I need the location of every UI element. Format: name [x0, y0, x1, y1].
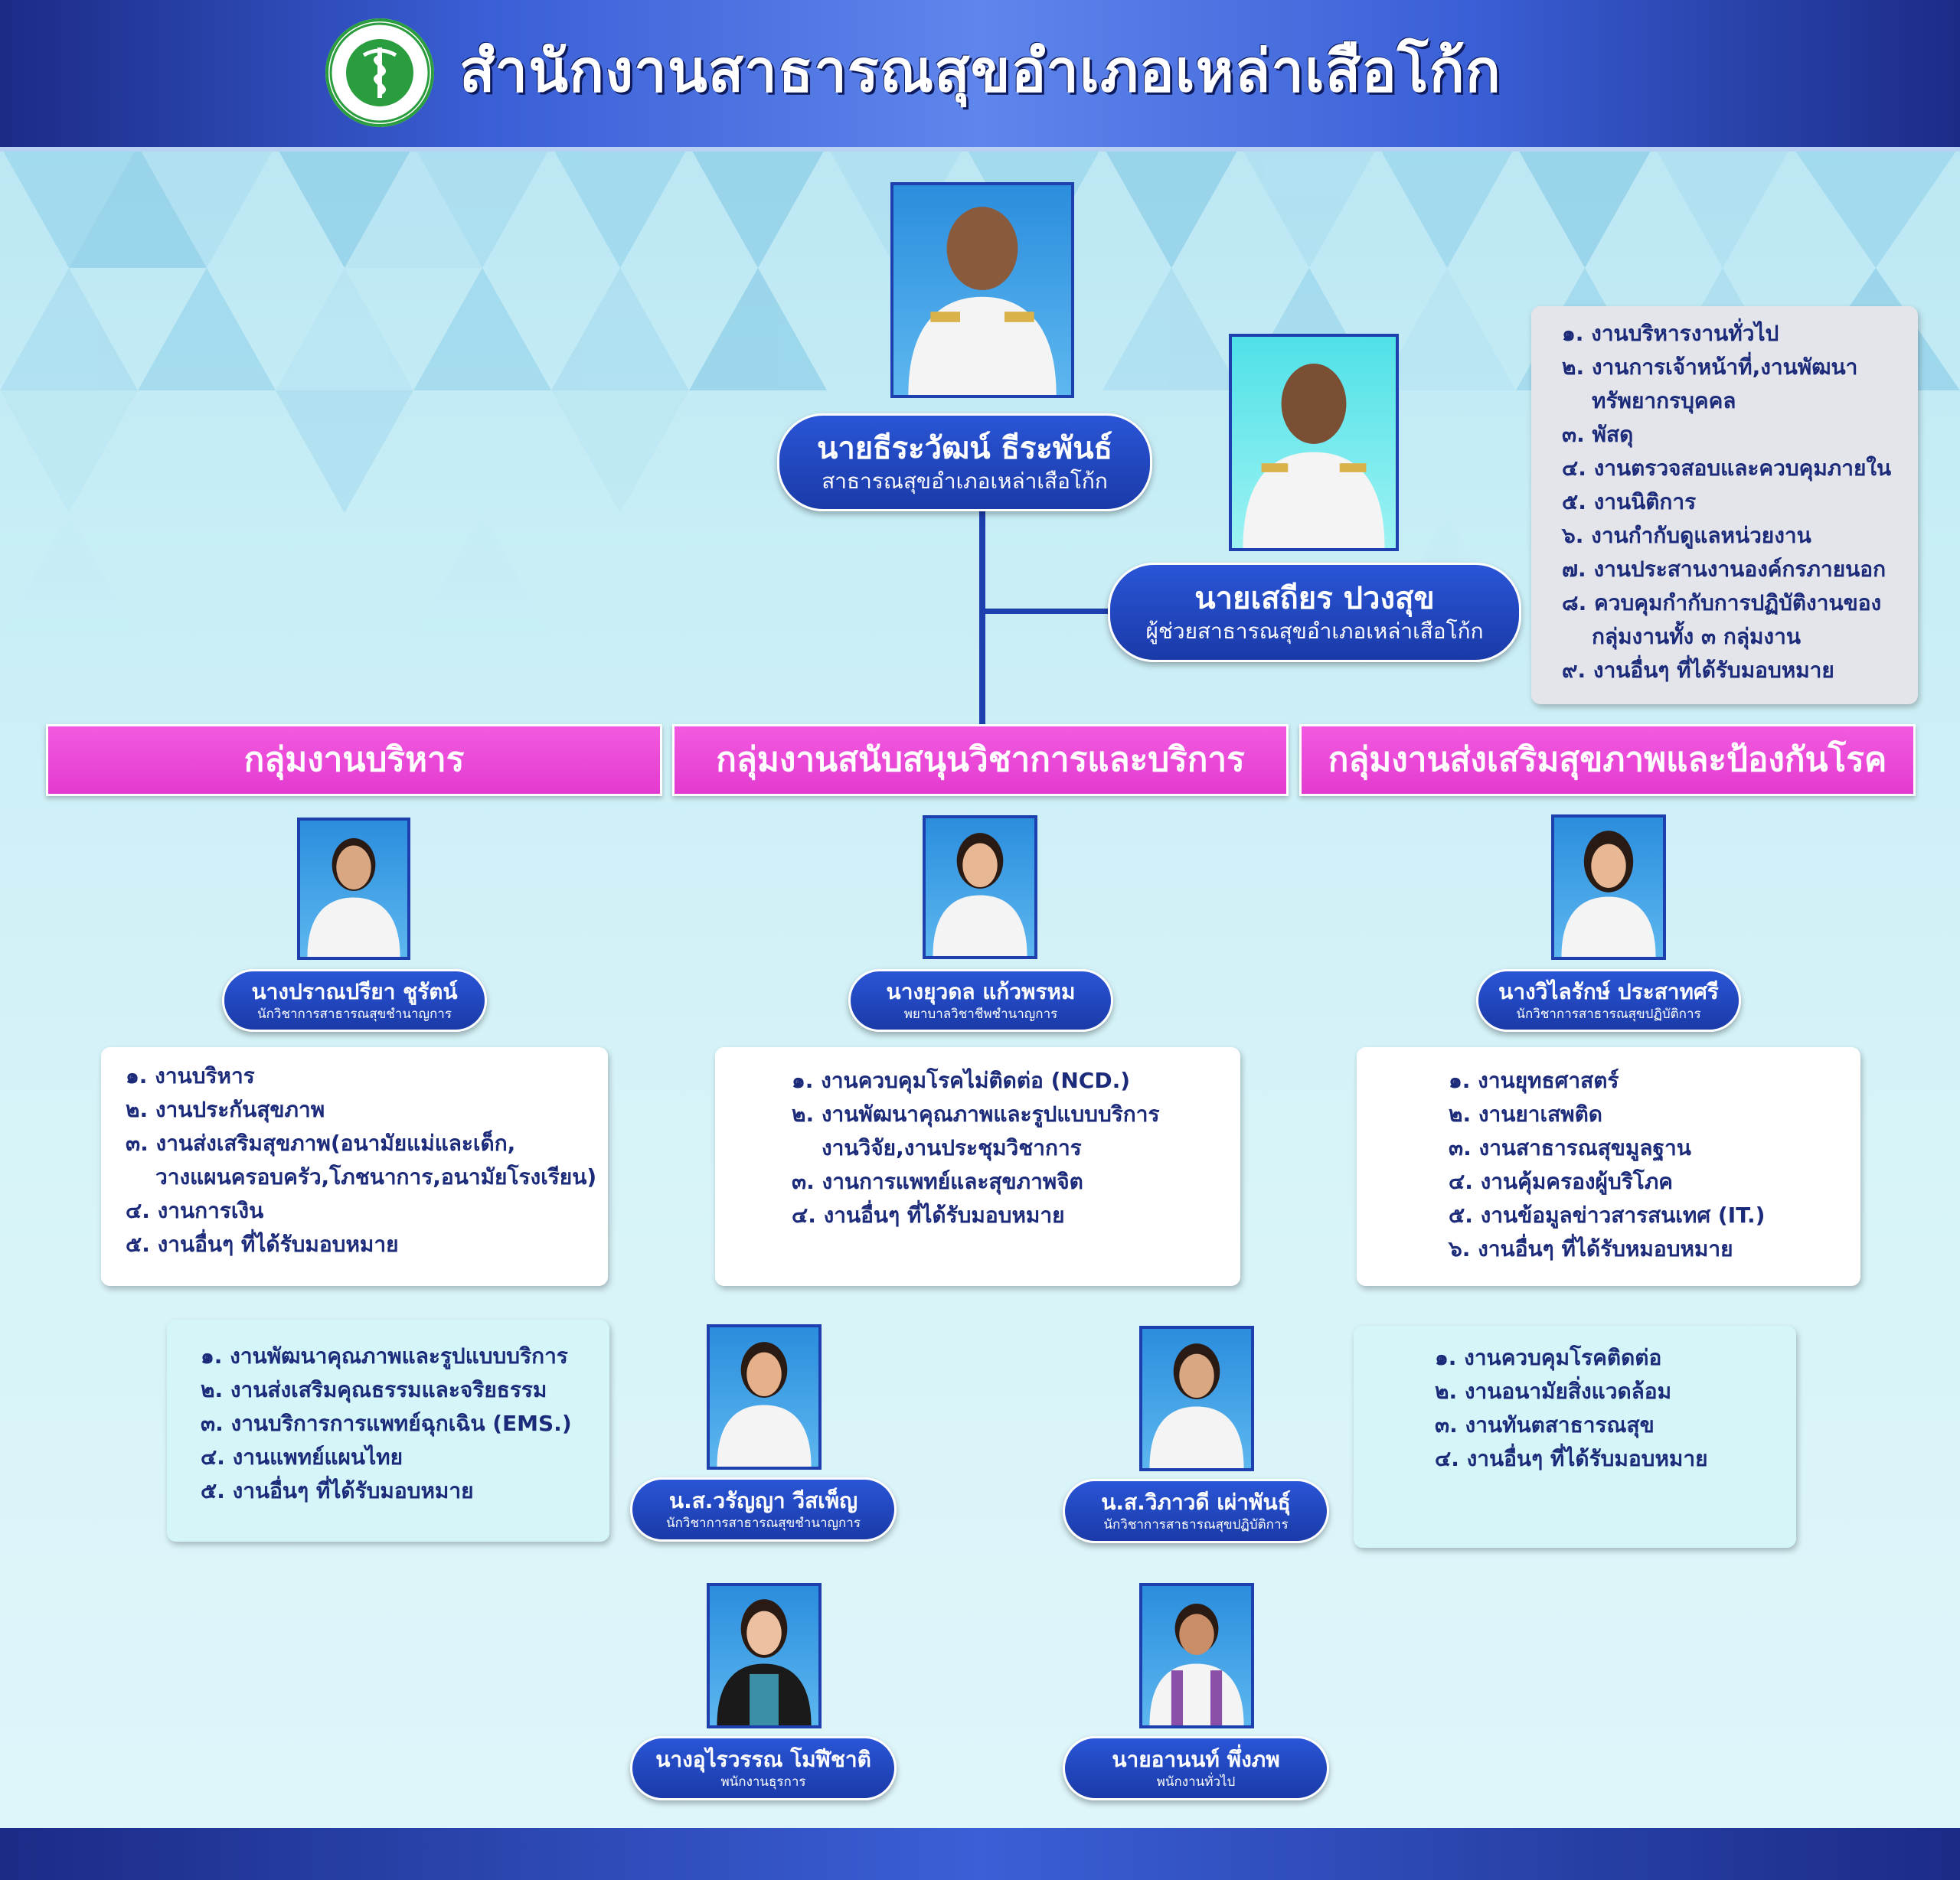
staff-position: พนักงานทั่วไป [1156, 1774, 1236, 1790]
duties-box-administration: ๑. งานบริหาร ๒. งานประกันสุขภาพ ๓. งานส่… [101, 1047, 608, 1286]
list-item: ๔. งานคุ้มครองผู้บริโภค [1449, 1169, 1674, 1194]
list-item: ๔. งานการเงิน [126, 1198, 264, 1223]
staff-duties-box-left: ๑. งานพัฒนาคุณภาพและรูปแบบบริการ ๒. งานส… [167, 1320, 609, 1542]
staff-name: นายอานนท์ พึ่งภพ [1112, 1747, 1280, 1772]
staff-position: นักวิชาการสาธารณสุขปฏิบัติการ [1103, 1517, 1289, 1532]
group-head-card-academic-support: นางยุวดล แก้วพรหม พยาบาลวิชาชีพชำนาญการ [848, 969, 1113, 1032]
staff-photo-anon [1139, 1583, 1254, 1728]
staff-card-wipawadee: น.ส.วิภาวดี เผ่าพันธุ์ นักวิชาการสาธารณส… [1063, 1479, 1329, 1543]
staff-duties-box-right: ๑. งานควบคุมโรคติดต่อ ๒. งานอนามัยสิ่งแว… [1354, 1326, 1796, 1548]
director-photo [890, 182, 1074, 398]
assistant-photo [1229, 334, 1399, 551]
list-item: ๒. งานยาเสพติด [1449, 1102, 1602, 1127]
group-head-photo-health-promotion [1551, 814, 1666, 960]
page-title: สำนักงานสาธารณสุขอำเภอเหล่าเสือโก้ก [459, 37, 1501, 105]
group-head-card-administration: นางปราณปรียา ชูรัตน์ นักวิชาการสาธารณสุข… [222, 969, 487, 1032]
list-item: ๓. พัสดุ [1562, 422, 1634, 447]
list-item: ๖. งานอื่นๆ ที่ได้รับหมอบหมาย [1449, 1236, 1733, 1261]
list-item: งานวิจัย,งานประชุมวิชาการ [792, 1135, 1082, 1160]
list-item: ๘. ควบคุมกำกับการปฏิบัติงานของ [1562, 590, 1882, 615]
list-item: ๓. งานการแพทย์และสุขภาพจิต [792, 1169, 1083, 1194]
staff-photo-wipawadee [1139, 1326, 1254, 1471]
list-item: ๕. งานอื่นๆ ที่ได้รับมอบหมาย [126, 1232, 399, 1257]
staff-position: พนักงานธุรการ [720, 1774, 806, 1790]
list-item: ๒. งานพัฒนาคุณภาพและรูปแบบบริการ [792, 1102, 1160, 1127]
duties-box-academic-support: ๑. งานควบคุมโรคไม่ติดต่อ (NCD.) ๒. งานพั… [715, 1047, 1240, 1286]
person-silhouette-icon [1243, 363, 1385, 548]
background-pattern [0, 145, 1960, 635]
person-silhouette-icon [717, 1342, 812, 1467]
header-banner: สำนักงานสาธารณสุขอำเภอเหล่าเสือโก้ก [0, 0, 1960, 152]
group-head-position: นักวิชาการสาธารณสุขปฏิบัติการ [1516, 1007, 1701, 1022]
group-head-name: นางยุวดล แก้วพรหม [886, 979, 1076, 1004]
list-item: ๑. งานควบคุมโรคไม่ติดต่อ (NCD.) [792, 1068, 1131, 1093]
list-item: ๕. งานอื่นๆ ที่ได้รับมอบหมาย [201, 1478, 474, 1503]
list-item: ๕. งานนิติการ [1562, 489, 1697, 514]
list-item: ๗. งานประสานงานองค์กรภายนอก [1562, 556, 1886, 582]
director-name: นายธีระวัฒน์ ธีระพันธ์ [817, 431, 1112, 466]
list-item: ๔. งานอื่นๆ ที่ได้รับมอบหมาย [1435, 1446, 1708, 1471]
group-header-administration: กลุ่มงานบริหาร [46, 724, 662, 796]
group-head-photo-academic-support [923, 815, 1037, 959]
list-item: ๓. งานสาธารณสุขมูลฐาน [1449, 1135, 1691, 1160]
staff-name: นางอุไรวรรณ โมฬีชาติ [655, 1747, 871, 1772]
group-head-photo-administration [297, 818, 410, 960]
group-head-position: นักวิชาการสาธารณสุขชำนาญการ [257, 1007, 452, 1022]
connector-director-vertical [979, 505, 985, 727]
list-item: ๑. งานพัฒนาคุณภาพและรูปแบบบริการ [201, 1343, 568, 1369]
director-name-card: นายธีระวัฒน์ ธีระพันธ์ สาธารณสุขอำเภอเหล… [777, 413, 1152, 511]
list-item: ๔. งานอื่นๆ ที่ได้รับมอบหมาย [792, 1203, 1065, 1228]
caduceus-icon [329, 22, 430, 123]
staff-photo-waranya [707, 1324, 822, 1470]
staff-card-anon: นายอานนท์ พึ่งภพ พนักงานทั่วไป [1063, 1736, 1329, 1800]
group-head-card-health-promotion: นางวิไลรักษ์ ประสาทศรี นักวิชาการสาธารณส… [1476, 969, 1741, 1032]
person-silhouette-icon [1149, 1603, 1244, 1725]
group-head-name: นางปราณปรียา ชูรัตน์ [251, 979, 458, 1004]
staff-card-uraiwan: นางอุไรวรรณ โมฬีชาติ พนักงานธุรการ [630, 1736, 897, 1800]
ministry-logo [325, 18, 434, 127]
assistant-name-card: นายเสถียร ปวงสุข ผู้ช่วยสาธารณสุขอำเภอเห… [1108, 563, 1521, 662]
staff-position: นักวิชาการสาธารณสุขชำนาญการ [666, 1516, 861, 1531]
assistant-duties-box: ๑. งานบริหารงานทั่วไป ๒. งานการเจ้าหน้าท… [1531, 306, 1918, 704]
group-head-position: พยาบาลวิชาชีพชำนาญการ [903, 1007, 1058, 1022]
person-silhouette-icon [307, 837, 400, 957]
group-header-health-promotion: กลุ่มงานส่งเสริมสุขภาพและป้องกันโรค [1299, 724, 1916, 796]
list-item: ๓. งานส่งเสริมสุขภาพ(อนามัยแม่และเด็ก, [126, 1131, 516, 1156]
connector-assistant-horizontal [982, 609, 1112, 614]
assistant-position: ผู้ช่วยสาธารณสุขอำเภอเหล่าเสือโก้ก [1145, 619, 1484, 644]
list-item: ๓. งานบริการการแพทย์ฉุกเฉิน (EMS.) [201, 1411, 572, 1436]
footer-banner [0, 1828, 1960, 1880]
list-item: ๑. งานบริหาร [126, 1063, 255, 1089]
list-item: วางแผนครอบครัว,โภชนาการ,อนามัยโรงเรียน) [126, 1164, 597, 1190]
group-header-academic-support: กลุ่มงานสนับสนุนวิชาการและบริการ [672, 724, 1289, 796]
list-item: ทรัพยากรบุคคล [1562, 388, 1736, 413]
person-silhouette-icon [908, 207, 1057, 395]
list-item: ๓. งานทันตสาธารณสุข [1435, 1412, 1655, 1438]
staff-name: น.ส.วิภาวดี เผ่าพันธุ์ [1101, 1490, 1291, 1515]
list-item: ๑. งานควบคุมโรคติดต่อ [1435, 1345, 1662, 1370]
duties-box-health-promotion: ๑. งานยุทธศาสตร์ ๒. งานยาเสพติด ๓. งานสา… [1357, 1047, 1860, 1286]
list-item: ๑. งานยุทธศาสตร์ [1449, 1068, 1619, 1093]
person-silhouette-icon [717, 1599, 812, 1725]
list-item: ๒. งานอนามัยสิ่งแวดล้อม [1435, 1379, 1672, 1404]
assistant-name: นายเสถียร ปวงสุข [1194, 581, 1435, 616]
director-position: สาธารณสุขอำเภอเหล่าเสือโก้ก [822, 468, 1108, 494]
person-silhouette-icon [1561, 831, 1656, 957]
list-item: ๙. งานอื่นๆ ที่ได้รับมอบหมาย [1562, 658, 1834, 683]
person-silhouette-icon [933, 833, 1027, 956]
person-silhouette-icon [1149, 1343, 1244, 1468]
list-item: ๒. งานประกันสุขภาพ [126, 1097, 325, 1122]
staff-photo-uraiwan [707, 1583, 822, 1728]
list-item: ๒. งานการเจ้าหน้าที่,งานพัฒนา [1562, 354, 1858, 380]
list-item: ๕. งานข้อมูลข่าวสารสนเทศ (IT.) [1449, 1203, 1766, 1228]
staff-name: น.ส.วรัญญา วีสเพ็ญ [668, 1488, 858, 1513]
group-head-name: นางวิไลรักษ์ ประสาทศรี [1498, 979, 1719, 1004]
list-item: ๔. งานแพทย์แผนไทย [201, 1444, 403, 1470]
list-item: ๑. งานบริหารงานทั่วไป [1562, 321, 1779, 346]
staff-card-waranya: น.ส.วรัญญา วีสเพ็ญ นักวิชาการสาธารณสุขชำ… [630, 1477, 897, 1542]
list-item: ๒. งานส่งเสริมคุณธรรมและจริยธรรม [201, 1377, 547, 1402]
list-item: กลุ่มงานทั้ง ๓ กลุ่มงาน [1562, 624, 1801, 649]
list-item: ๖. งานกำกับดูแลหน่วยงาน [1562, 523, 1811, 548]
list-item: ๔. งานตรวจสอบและควบคุมภายใน [1562, 455, 1892, 481]
